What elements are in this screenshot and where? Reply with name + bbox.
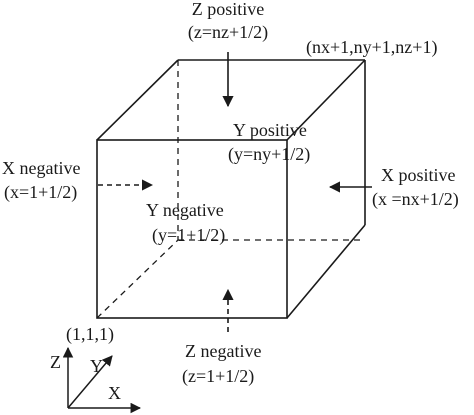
cube-top-left-edge xyxy=(96,59,179,141)
cube-front-face xyxy=(96,139,288,319)
x-axis-label: X xyxy=(108,383,121,403)
x-positive-coord: (x =nx+1/2) xyxy=(372,189,459,210)
x-positive-label: X positive xyxy=(381,165,456,185)
axis-triad xyxy=(62,346,142,414)
cube-bottom-right-edge xyxy=(286,224,366,319)
cube-top-right-edge xyxy=(286,59,366,141)
y-axis-arrow xyxy=(67,355,113,409)
x-negative-label: X negative xyxy=(2,158,80,178)
y-positive-coord: (y=ny+1/2) xyxy=(228,144,310,165)
x-negative-coord: (x=1+1/2) xyxy=(4,182,77,203)
z-negative-coord: (z=1+1/2) xyxy=(182,366,254,387)
cube-solid-edges xyxy=(96,59,366,319)
corner-min-label: (1,1,1) xyxy=(66,324,114,345)
cube-hidden-edges xyxy=(96,60,365,319)
z-axis-label: Z xyxy=(50,352,61,372)
z-positive-coord: (z=nz+1/2) xyxy=(188,22,268,43)
y-negative-coord: (y=1+1/2) xyxy=(152,225,225,246)
y-negative-label: Y negative xyxy=(146,200,224,220)
cube-hidden-bottom-left-edge xyxy=(96,239,179,319)
z-negative-label: Z negative xyxy=(185,341,261,361)
y-positive-label: Y positive xyxy=(233,120,307,140)
y-axis-label: Y xyxy=(90,356,103,376)
z-positive-label: Z positive xyxy=(192,0,265,19)
corner-max-label: (nx+1,ny+1,nz+1) xyxy=(306,37,437,58)
